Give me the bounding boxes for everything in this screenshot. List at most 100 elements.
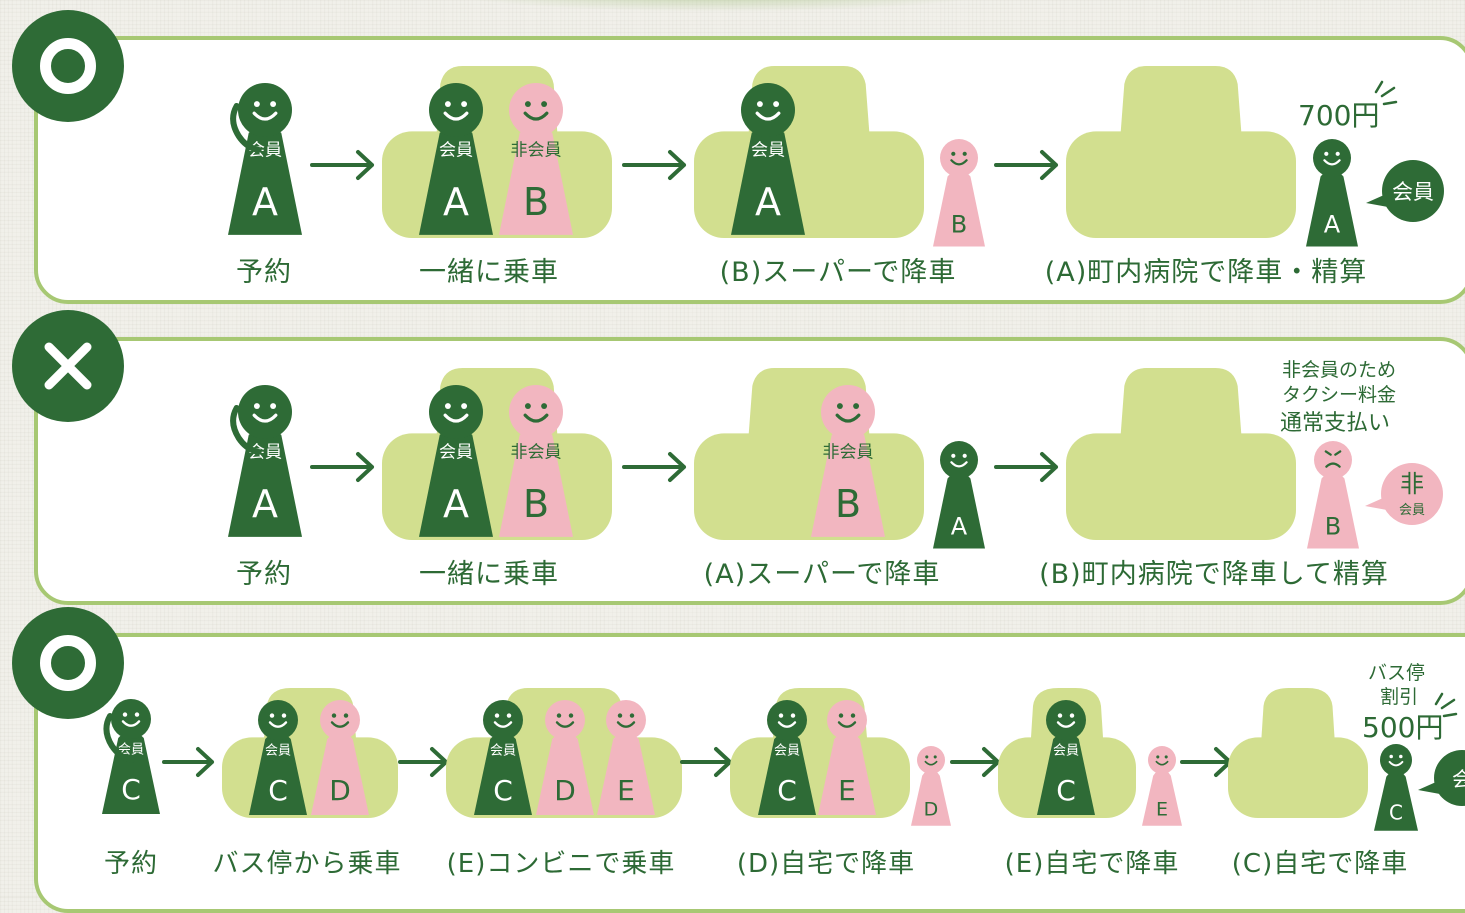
member-a-figure: 会員 A [419, 385, 493, 537]
member-a-figure: 会員 A [228, 385, 302, 537]
svg-text:会員: 会員 [1392, 180, 1434, 204]
svg-text:B: B [523, 180, 549, 224]
note-line: バス停 [1368, 662, 1426, 684]
svg-text:会員: 会員 [490, 744, 516, 759]
price-label: 500円 [1362, 711, 1444, 744]
svg-text:会員: 会員 [1399, 503, 1425, 518]
nonmember-e-figure: E [597, 700, 655, 815]
svg-text:C: C [493, 774, 513, 807]
svg-text:C: C [1056, 774, 1076, 807]
svg-text:会員: 会員 [439, 443, 473, 463]
svg-text:A: A [951, 512, 968, 540]
svg-text:会員: 会員 [439, 141, 473, 161]
taxi-icon [1066, 368, 1296, 540]
ok-circle-icon [12, 10, 124, 122]
member-a-figure: 会員A [228, 83, 302, 235]
arrow-right-icon [622, 452, 686, 482]
member-badge: 会 [1418, 750, 1465, 806]
arrow-right-icon [1180, 747, 1232, 777]
svg-text:A: A [252, 482, 278, 526]
member-c-figure: 会員C [758, 700, 816, 815]
step-label: (A)スーパーで降車 [703, 559, 941, 590]
ok-circle-icon [12, 607, 124, 719]
member-c-figure: 会員 C [474, 700, 532, 815]
svg-text:会員: 会員 [1053, 744, 1079, 759]
svg-text:D: D [924, 798, 939, 820]
svg-text:会員: 会員 [248, 443, 282, 463]
step-label: (B)スーパーで降車 [719, 257, 957, 288]
note-line: 通常支払い [1280, 411, 1391, 436]
nonmember-d-figure: D [536, 700, 594, 815]
svg-text:D: D [329, 774, 351, 807]
step-label: 一緒に乗車 [419, 257, 559, 288]
svg-text:D: D [554, 774, 576, 807]
svg-text:A: A [443, 180, 469, 224]
step-label: 予約 [236, 559, 292, 590]
svg-text:会員: 会員 [265, 744, 291, 759]
svg-text:C: C [777, 774, 797, 807]
nonmember-b-figure: B [933, 139, 985, 247]
svg-text:非: 非 [1400, 470, 1424, 498]
step-label: (B)町内病院で降車して精算 [1039, 559, 1389, 590]
svg-text:B: B [1325, 512, 1341, 540]
member-c-figure: 会員 C [249, 700, 307, 815]
member-c-figure: 会員 C [102, 699, 160, 814]
sparkle-icon [1374, 80, 1398, 106]
svg-text:C: C [121, 773, 141, 806]
member-a-figure: 会員 A [731, 83, 805, 235]
nonmember-d-figure: D [911, 746, 951, 826]
nonmember-d-figure: D [311, 700, 369, 815]
nonmember-b-figure: 非会員 B [499, 83, 573, 235]
svg-text:E: E [838, 774, 856, 807]
taxi-icon [382, 368, 612, 540]
arrow-right-icon [950, 747, 1000, 777]
svg-text:B: B [523, 482, 549, 526]
taxi-icon [382, 66, 612, 238]
svg-text:B: B [835, 482, 861, 526]
member-c-figure: C [1374, 744, 1418, 831]
arrow-right-icon [994, 150, 1058, 180]
step-label: 予約 [236, 257, 292, 288]
arrow-right-icon [310, 452, 374, 482]
nonmember-e-figure: E [1142, 746, 1182, 826]
taxi-icon [694, 66, 924, 238]
taxi-icon [694, 368, 924, 540]
note-line: 非会員のため [1282, 359, 1397, 381]
step-label: 一緒に乗車 [419, 559, 559, 590]
svg-text:非会員: 非会員 [823, 443, 874, 463]
arrow-right-icon [994, 452, 1058, 482]
svg-text:会員: 会員 [751, 141, 785, 161]
svg-text:E: E [1156, 798, 1168, 820]
step-label: バス停から乗車 [212, 849, 402, 879]
step-label: 予約 [103, 849, 159, 879]
member-c-figure: 会員 C [1037, 700, 1095, 815]
svg-text:A: A [443, 482, 469, 526]
member-badge: 会員 [1366, 160, 1444, 222]
svg-text:A: A [755, 180, 781, 224]
step-label: (E)自宅で降車 [1004, 849, 1180, 879]
svg-text:E: E [617, 774, 635, 807]
arrow-right-icon [398, 747, 448, 777]
step-label: (E)コンビニで乗車 [446, 849, 676, 879]
svg-text:C: C [268, 774, 288, 807]
arrow-right-icon [310, 150, 374, 180]
svg-text:会: 会 [1452, 767, 1465, 791]
nonmember-b-figure: 非会員 B [499, 385, 573, 537]
taxi-icon [1228, 688, 1368, 818]
svg-text:会員: 会員 [118, 743, 144, 758]
taxi-icon [222, 688, 398, 818]
nonmember-b-figure: 非会員 B [811, 385, 885, 537]
arrow-right-icon [622, 150, 686, 180]
arrow-right-icon [162, 747, 214, 777]
nonmember-b-figure: B [1307, 441, 1359, 549]
svg-text:非会員: 非会員 [511, 443, 562, 463]
svg-text:非会員: 非会員 [511, 141, 562, 161]
price-label: 700円 [1298, 99, 1380, 132]
member-a-figure: A [933, 441, 985, 549]
svg-text:A: A [1324, 210, 1341, 238]
step-label: (D)自宅で降車 [736, 849, 916, 879]
step-label: (A)町内病院で降車・精算 [1044, 257, 1368, 288]
svg-text:A: A [252, 180, 278, 224]
sparkle-icon [1434, 692, 1458, 718]
top-glow [440, 0, 1000, 12]
